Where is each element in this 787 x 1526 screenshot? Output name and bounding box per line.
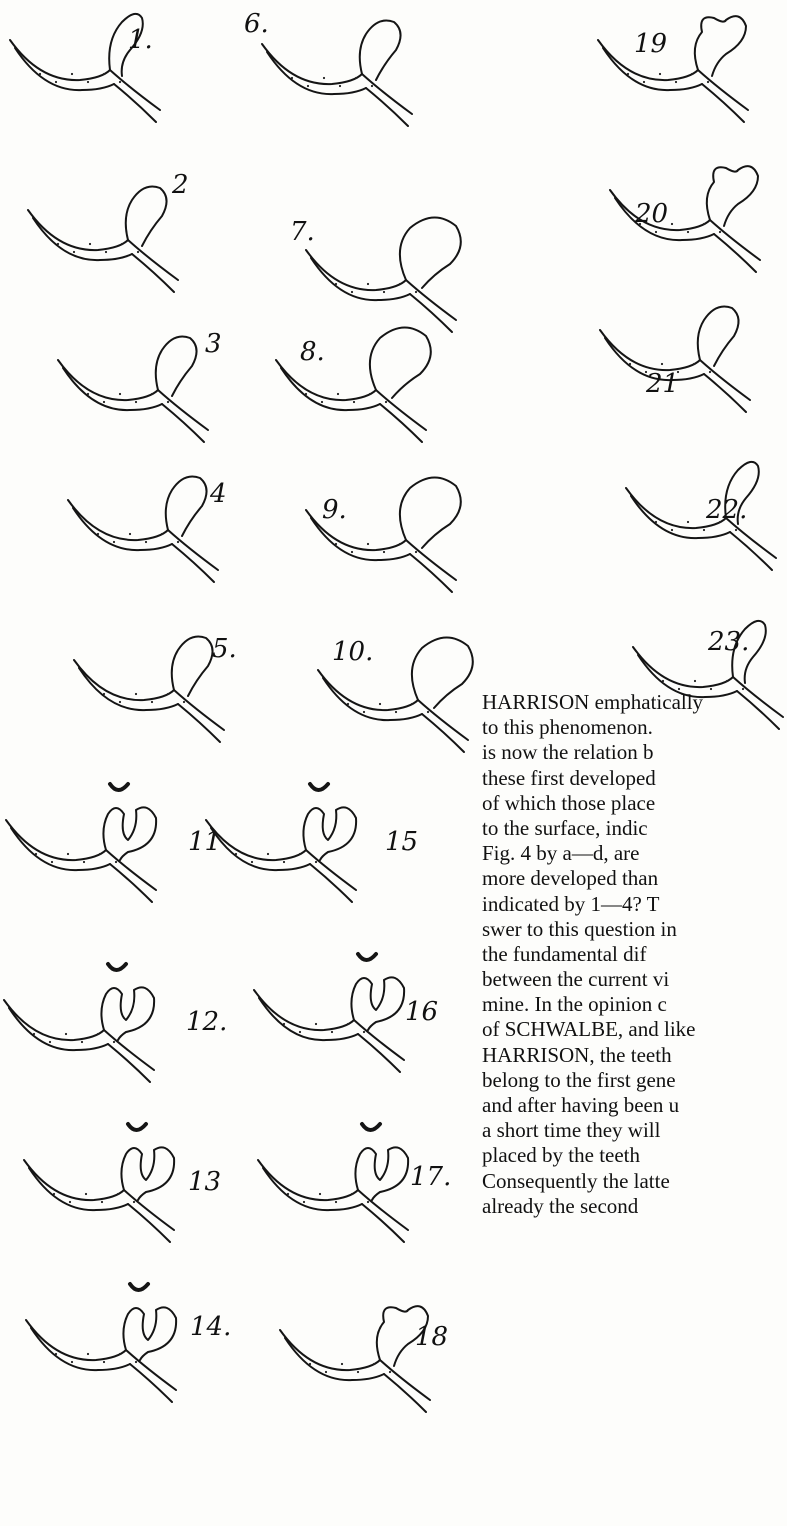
specimen-drawing bbox=[254, 954, 404, 1072]
body-text: HARRISON emphatically to this phenomenon… bbox=[482, 690, 787, 1219]
text-line: of SCHWALBE, and like bbox=[482, 1017, 787, 1042]
figure-number: 15 bbox=[385, 827, 418, 857]
figure-number: 14. bbox=[190, 1312, 231, 1342]
figure-number: 12. bbox=[186, 1007, 227, 1037]
text-line: is now the relation b bbox=[482, 740, 787, 765]
specimen-drawing bbox=[306, 217, 461, 332]
figure-number: 4 bbox=[209, 479, 227, 509]
text-line: to the surface, indic bbox=[482, 816, 787, 841]
figure-number: 13 bbox=[188, 1167, 221, 1197]
specimen-drawing bbox=[58, 337, 208, 443]
figure-number: 17. bbox=[410, 1162, 451, 1192]
text-line: a short time they will bbox=[482, 1118, 787, 1143]
specimen-drawing bbox=[68, 477, 218, 583]
figure-number: 6. bbox=[244, 9, 269, 39]
text-line: placed by the teeth bbox=[482, 1143, 787, 1168]
figure-number: 16 bbox=[405, 997, 438, 1027]
text-line: HARRISON emphatically bbox=[482, 690, 787, 715]
text-line: Fig. 4 by a—d, are bbox=[482, 841, 787, 866]
figure-number: 19 bbox=[634, 29, 667, 59]
figure-number: 23. bbox=[707, 627, 749, 657]
figure-number: 18 bbox=[415, 1322, 448, 1352]
specimen-drawing bbox=[280, 1306, 430, 1412]
text-line: HARRISON, the teeth bbox=[482, 1043, 787, 1068]
figure-number: 5. bbox=[212, 634, 237, 664]
figure-number: 2 bbox=[171, 170, 189, 200]
specimen-drawing bbox=[6, 784, 156, 902]
text-line: and after having been u bbox=[482, 1093, 787, 1118]
text-line: of which those place bbox=[482, 791, 787, 816]
figure-number: 21 bbox=[645, 369, 679, 399]
text-line: indicated by 1—4? T bbox=[482, 892, 787, 917]
specimen-drawing bbox=[4, 964, 154, 1082]
specimen-drawing bbox=[598, 16, 748, 122]
specimen-drawing bbox=[262, 21, 412, 127]
figure-number: 3 bbox=[205, 329, 222, 359]
text-line: to this phenomenon. bbox=[482, 715, 787, 740]
figure-number: 22. bbox=[705, 495, 747, 525]
specimen-drawing bbox=[24, 1124, 174, 1242]
figure-number: 9. bbox=[322, 495, 347, 525]
text-line: between the current vi bbox=[482, 967, 787, 992]
figure-number: 20 bbox=[634, 199, 668, 229]
specimen-drawing bbox=[206, 784, 356, 902]
figure-number: 8. bbox=[300, 337, 325, 367]
figure-number: 1. bbox=[128, 25, 153, 55]
specimen-drawing bbox=[74, 637, 224, 743]
specimen-drawing bbox=[26, 1284, 176, 1402]
specimen-drawing bbox=[610, 166, 760, 272]
text-line: belong to the first gene bbox=[482, 1068, 787, 1093]
text-line: the fundamental dif bbox=[482, 942, 787, 967]
specimen-drawing bbox=[626, 462, 776, 570]
specimen-drawing bbox=[28, 187, 178, 293]
text-line: Consequently the latte bbox=[482, 1169, 787, 1194]
figure-number: 7. bbox=[290, 217, 315, 247]
specimen-drawing bbox=[258, 1124, 408, 1242]
text-line: already the second bbox=[482, 1194, 787, 1219]
text-line: mine. In the opinion c bbox=[482, 992, 787, 1017]
figure-number: 10. bbox=[332, 637, 373, 667]
text-line: these first developed bbox=[482, 766, 787, 791]
text-line: swer to this question in bbox=[482, 917, 787, 942]
text-line: more developed than bbox=[482, 866, 787, 891]
